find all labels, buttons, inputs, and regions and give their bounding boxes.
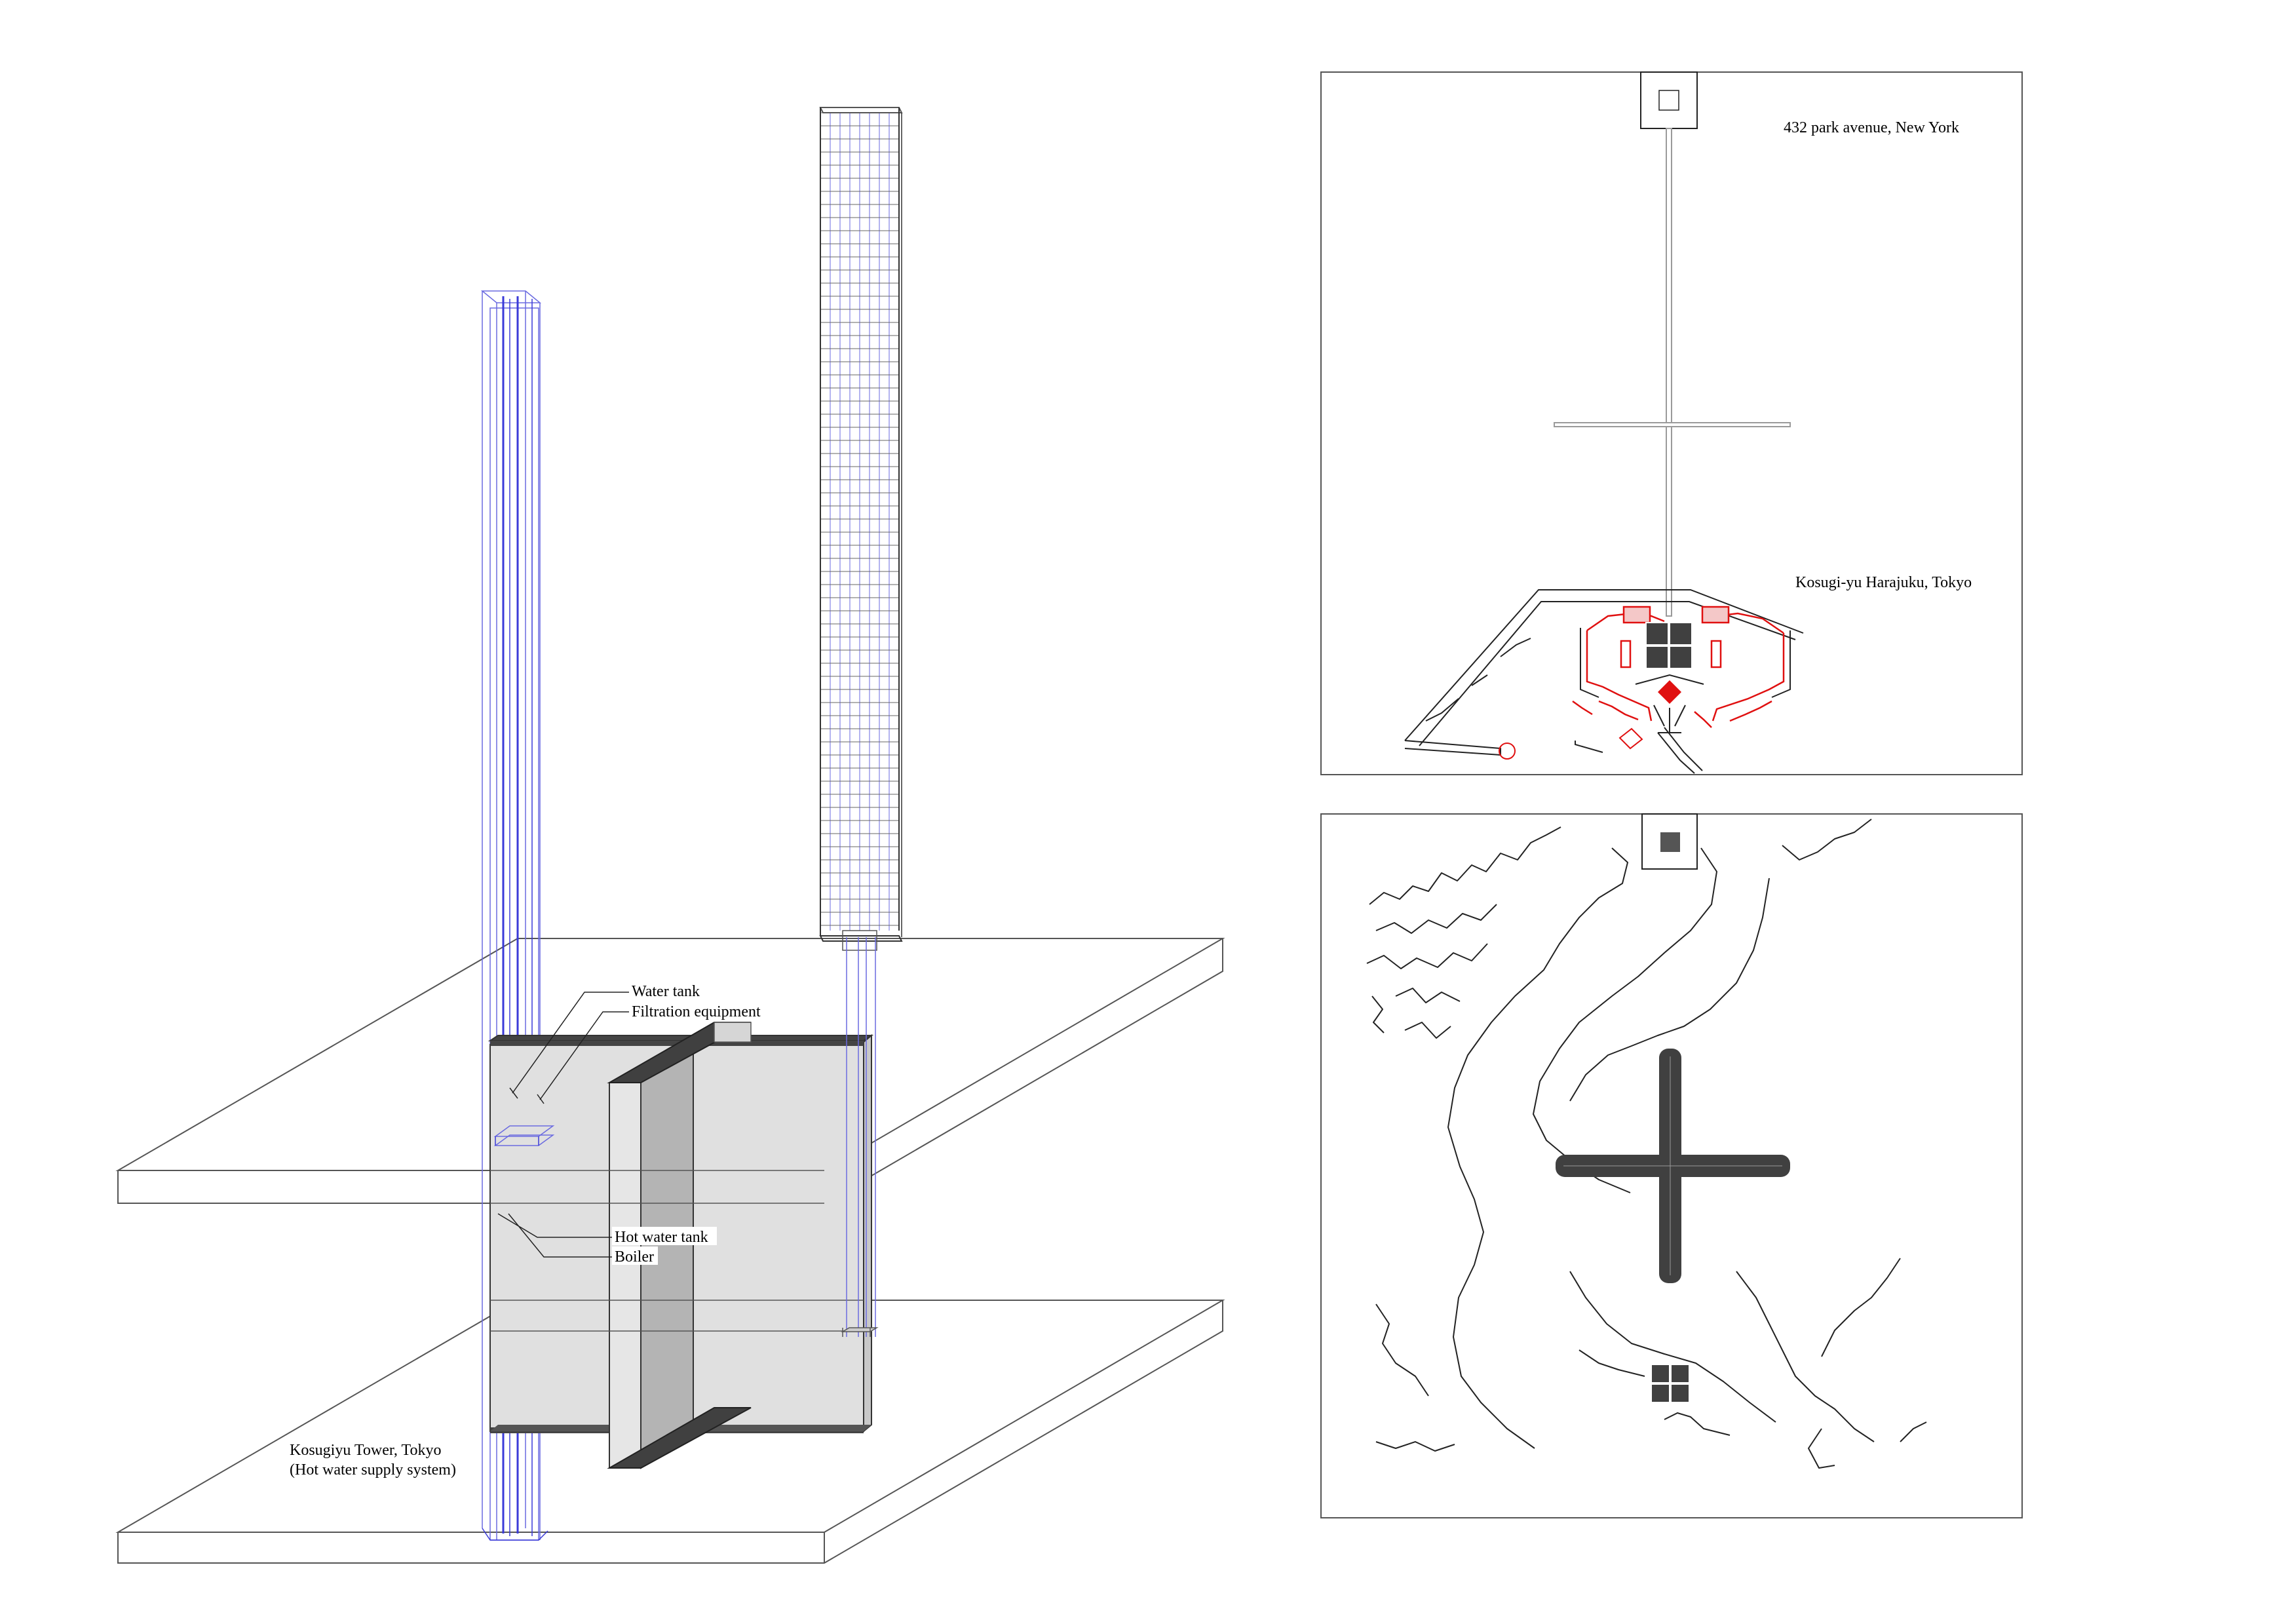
axonometric-labels: Water tank Filtration equipment Hot wate… (290, 981, 769, 1478)
lower-floor-slab (115, 1300, 1225, 1564)
map-inset-box (1641, 813, 1698, 870)
label-water-tank: Water tank (632, 983, 700, 1000)
coastlines (1366, 819, 1927, 1469)
label-filtration: Filtration equipment (632, 1003, 761, 1020)
label-hot-water-tank: Hot water tank (615, 1229, 708, 1246)
grid-tower (819, 107, 903, 1337)
label-new-york: 432 park avenue, New York (1784, 119, 1959, 136)
map-panel (1320, 813, 2023, 1518)
street-outline (1404, 589, 1804, 774)
label-boiler: Boiler (615, 1248, 654, 1265)
label-harajuku: Kosugi-yu Harajuku, Tokyo (1795, 574, 1972, 591)
axis-rod-horizontal (1554, 422, 1791, 427)
perpendicular-wall (607, 1022, 752, 1469)
leader-joints (509, 1087, 545, 1104)
axis-rod-vertical (1666, 128, 1672, 617)
tower-core (1658, 90, 1679, 111)
wall-reference-lines (490, 1170, 864, 1332)
leader-lines (497, 992, 633, 1258)
tower-footprint (1640, 71, 1698, 129)
map-inset-marker (1660, 832, 1680, 852)
map-baths-marker (1651, 1364, 1690, 1403)
bathhouse-plan (1572, 606, 1785, 728)
site-well (1499, 743, 1516, 760)
label-tower-title: Kosugiyu Tower, Tokyo (290, 1442, 441, 1459)
site-plan-panel: 432 park avenue, New York Kosugi-yu Hara… (1320, 71, 2023, 775)
pipe-shaft-through-wall (493, 1125, 555, 1146)
label-tower-subtitle: (Hot water supply system) (290, 1461, 456, 1478)
site-small-lot (1618, 727, 1643, 750)
plan-black-walls (1580, 628, 1791, 733)
plan-baths (1645, 622, 1693, 669)
plan-red-core (1658, 680, 1681, 704)
map-cross (1556, 1049, 1790, 1283)
axonometric-view: Water tank Filtration equipment Hot wate… (115, 107, 1225, 1564)
